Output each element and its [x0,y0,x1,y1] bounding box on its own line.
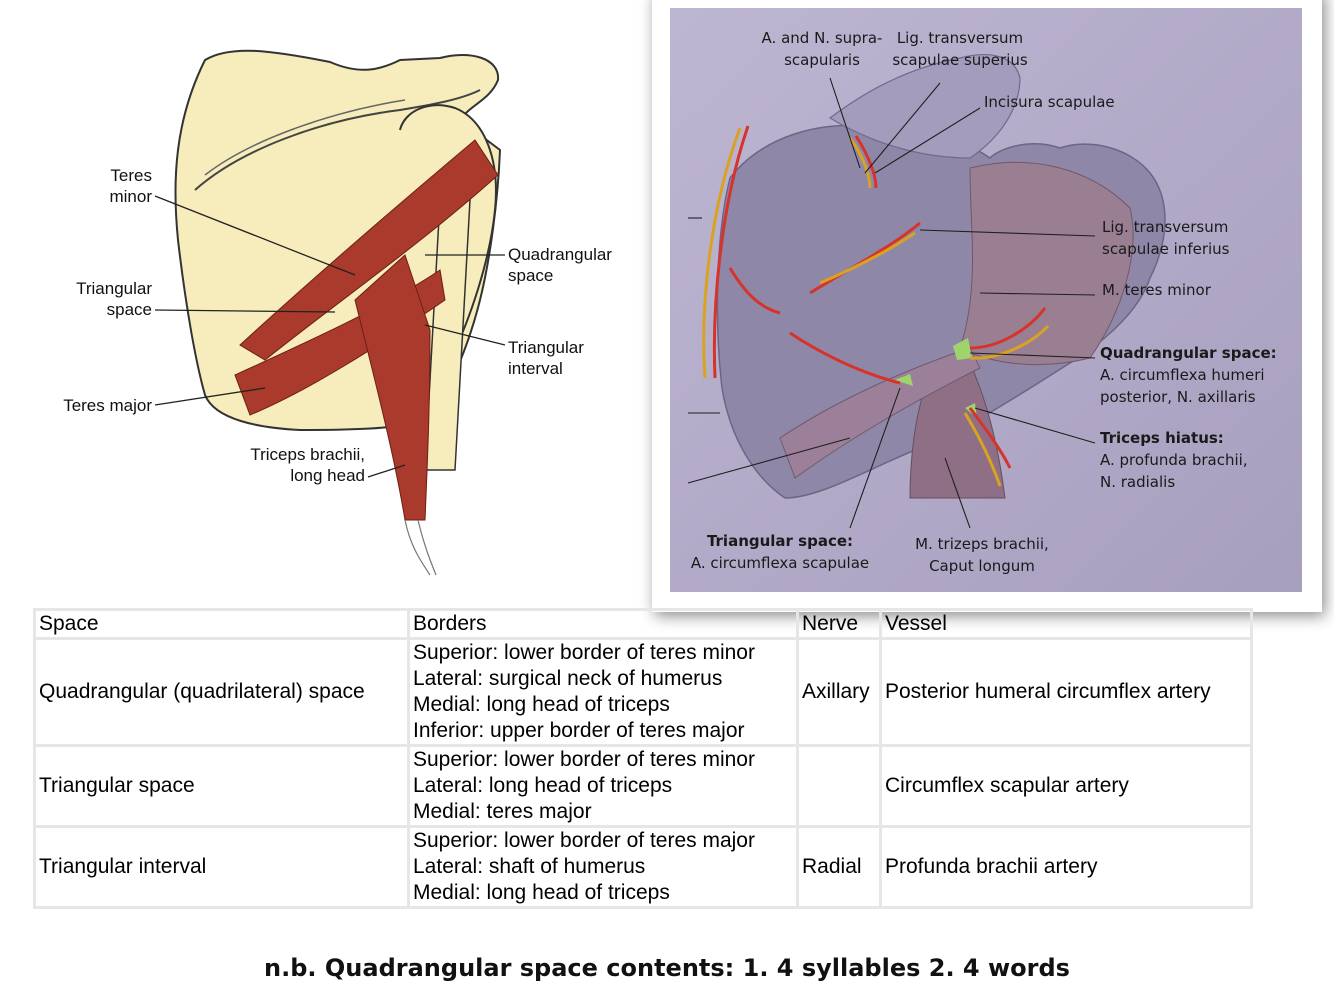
header-nerve: Nerve [796,608,882,640]
border-line: Lateral: long head of triceps [413,774,673,797]
right-leader-lines [687,77,1096,529]
header-space: Space [33,608,410,640]
cell-space: Triangular space [33,744,410,828]
label-lig-transversum-superius: Lig. transversum scapulae superius [892,29,1028,69]
label-triangular-space-contents: Triangular space: A. circumflexa scapula… [690,532,870,572]
cell-vessel: Profunda brachii artery [879,825,1253,909]
quadrangular-space-mark [953,338,972,360]
triceps-long-head-muscle [354,254,431,521]
left-leader-lines [154,195,506,478]
cell-space: Quadrangular (quadrilateral) space [33,637,410,747]
atlas-triceps [909,362,1006,499]
table-header-row: Space Borders Nerve Vessel [33,608,1253,640]
label-supra-scapularis: A. and N. supra- scapularis [761,29,883,69]
header-vessel: Vessel [879,608,1253,640]
atlas-illustration [670,8,1302,592]
header-borders: Borders [407,608,799,640]
label-m-teres-minor: M. teres minor [1102,281,1211,299]
label-quadrangular-space-contents: Quadrangular space: A. circumflexa humer… [1100,344,1277,406]
footnote: n.b. Quadrangular space contents: 1. 4 s… [264,954,1070,982]
label-m-trizeps-brachii: M. trizeps brachii, Caput longum [915,535,1049,575]
cell-borders: Superior: lower border of teres minor La… [407,744,799,828]
scapular-spine [194,89,481,191]
cell-nerve [796,744,882,828]
table-row: Triangular interval Superior: lower bord… [33,825,1253,909]
border-line: Superior: lower border of teres minor [413,748,755,771]
atlas-teres [779,347,981,479]
vessels-and-nerves [702,125,1050,487]
label-incisura-scapulae: Incisura scapulae [984,93,1115,111]
border-line: Lateral: surgical neck of humerus [413,667,723,690]
border-line: Lateral: shaft of humerus [413,855,646,878]
label-teres-major: Teres major [63,396,152,415]
spaces-table: Space Borders Nerve Vessel Quadrangular … [33,608,1253,909]
left-anatomy-illustration: Teres minor Triangular space Teres major… [0,0,660,600]
table-row: Quadrangular (quadrilateral) space Super… [33,637,1253,747]
cell-vessel: Posterior humeral circumflex artery [879,637,1253,747]
cell-nerve: Axillary [796,637,882,747]
label-triceps-hiatus: Triceps hiatus: A. profunda brachii, N. … [1100,429,1248,491]
atlas-acromion [828,54,1021,159]
label-lig-transversum-inferius: Lig. transversum scapulae inferius [1102,218,1230,258]
border-line: Superior: lower border of teres minor [413,641,755,664]
scapula-drawing [154,49,506,576]
label-teres-minor: Teres minor [109,166,152,206]
border-line: Medial: teres major [413,800,592,823]
label-triangular-space: Triangular space [76,279,152,319]
cell-borders: Superior: lower border of teres minor La… [407,637,799,747]
label-quadrangular-space: Quadrangular space [508,245,612,285]
cell-nerve: Radial [796,825,882,909]
label-triceps-brachii: Triceps brachii, long head [250,445,365,485]
cell-space: Triangular interval [33,825,410,909]
border-line: Medial: long head of triceps [413,693,670,716]
border-line: Inferior: upper border of teres major [413,719,745,742]
teres-minor-muscle [239,139,499,361]
anatomy-photo-card: A. and N. supra- scapularis Lig. transve… [652,0,1322,612]
border-line: Superior: lower border of teres major [413,829,755,852]
cell-borders: Superior: lower border of teres major La… [407,825,799,909]
table-row: Triangular space Superior: lower border … [33,744,1253,828]
triangular-space-mark [895,374,913,386]
label-triangular-interval: Triangular interval [508,338,584,378]
border-line: Medial: long head of triceps [413,881,670,904]
cell-vessel: Circumflex scapular artery [879,744,1253,828]
